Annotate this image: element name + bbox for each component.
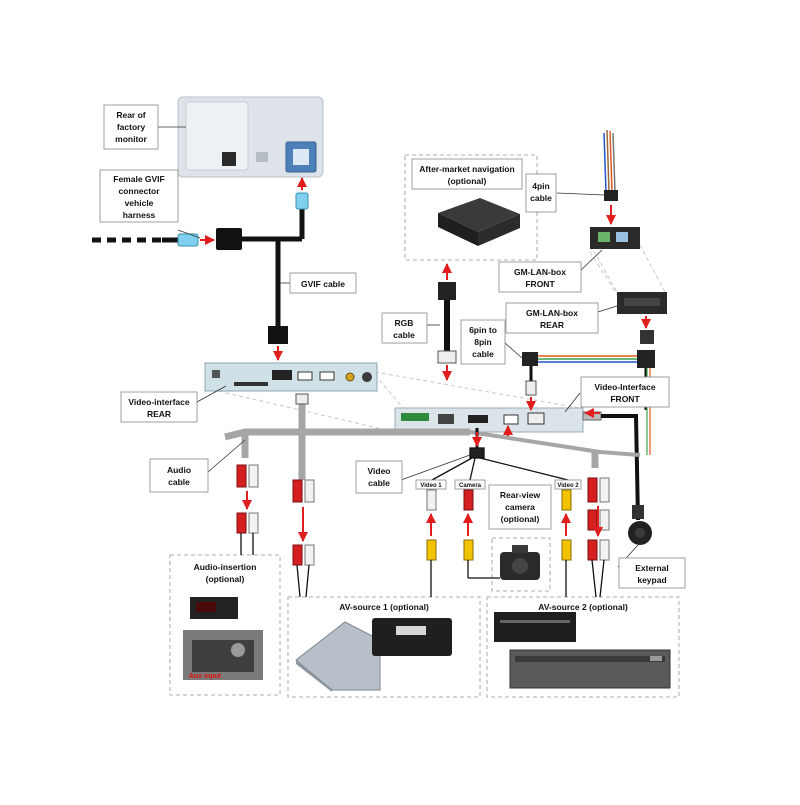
rgb-cable [437,282,457,364]
label-gvif-1: Female GVIF [113,174,165,184]
label-vi-front-2: FRONT [610,394,640,404]
video-interface-rear [204,362,378,392]
navigation-device [438,198,520,246]
source-wires [240,533,605,598]
label-av-source-1: AV-source 1 (optional) [339,602,429,612]
label-keypad-1: External [635,563,669,573]
label-6to8-3: cable [472,349,494,359]
audio-cable [224,393,641,480]
av-source1-box [287,596,481,698]
label-aux-input: Aux input [189,673,222,680]
label-gmlan-rear-1: GM-LAN-box [526,308,578,318]
gm-lan-box-front [590,227,640,249]
label-vi-rear-2: REAR [147,409,171,419]
tag-camera: Camera [459,483,482,489]
label-rear-monitor-3: monitor [115,134,147,144]
label-gvif-3: vehicle [125,198,154,208]
keypad-cable [582,411,652,545]
label-audio-insertion-1: Audio-insertion [194,562,257,572]
label-rear-monitor-1: Rear of [116,110,145,120]
label-camera-1: Rear-view [500,490,541,500]
gvif-cable [92,192,309,344]
label-camera-3: (optional) [501,514,540,524]
camera-box [491,537,551,592]
label-gmlan-front-2: FRONT [525,279,555,289]
label-video-cable-1: Video [368,466,391,476]
rca-connectors-bottom [236,509,610,566]
label-gmlan-front-1: GM-LAN-box [514,267,566,277]
label-rgb-2: cable [393,330,415,340]
label-nav-1: After-market navigation [419,164,514,174]
label-rgb-1: RGB [395,318,414,328]
label-6to8-2: 8pin [474,337,491,347]
label-texts: Rear of factory monitor Female GVIF conn… [113,110,669,680]
av-source1-devices [295,618,452,692]
label-audio-cable-2: cable [168,477,190,487]
label-nav-2: (optional) [448,176,487,186]
rear-view-camera [500,545,540,580]
four-pin-cable [603,129,618,201]
label-vi-rear-1: Video-interface [128,397,190,407]
label-4pin-2: cable [530,193,552,203]
label-vi-front-1: Video-Interface [594,382,656,392]
label-audio-insertion-2: (optional) [206,574,245,584]
label-video-cable-2: cable [368,478,390,488]
audio-insertion-box [169,554,281,696]
label-rear-monitor-2: factory [117,122,146,132]
label-camera-2: camera [505,502,535,512]
rca-connectors-top [236,464,610,511]
audio-insertion-devices [183,597,263,680]
factory-monitor [177,96,324,178]
tag-video-2: Video 2 [557,483,579,489]
label-6to8-1: 6pin to [469,325,497,335]
tag-video-1: Video 1 [420,483,442,489]
group-boxes [169,154,680,698]
av-source2-box [486,596,680,698]
label-boxes [99,104,686,589]
label-4pin-1: 4pin [532,181,549,191]
connection-arrows [200,177,651,542]
label-gvif-4: harness [123,210,156,220]
label-keypad-2: keypad [637,575,666,585]
label-gmlan-rear-2: REAR [540,320,564,330]
label-leaders [158,126,639,568]
label-gvif-cable: GVIF cable [301,279,345,289]
gm-lan-box-rear [617,292,667,314]
av-source2-devices [494,612,671,689]
label-audio-cable-1: Audio [167,465,191,475]
dashed-guide-lines [204,244,666,433]
label-av-source-2: AV-source 2 (optional) [538,602,628,612]
video-interface-front [394,407,584,433]
label-gvif-2: connector [118,186,160,196]
